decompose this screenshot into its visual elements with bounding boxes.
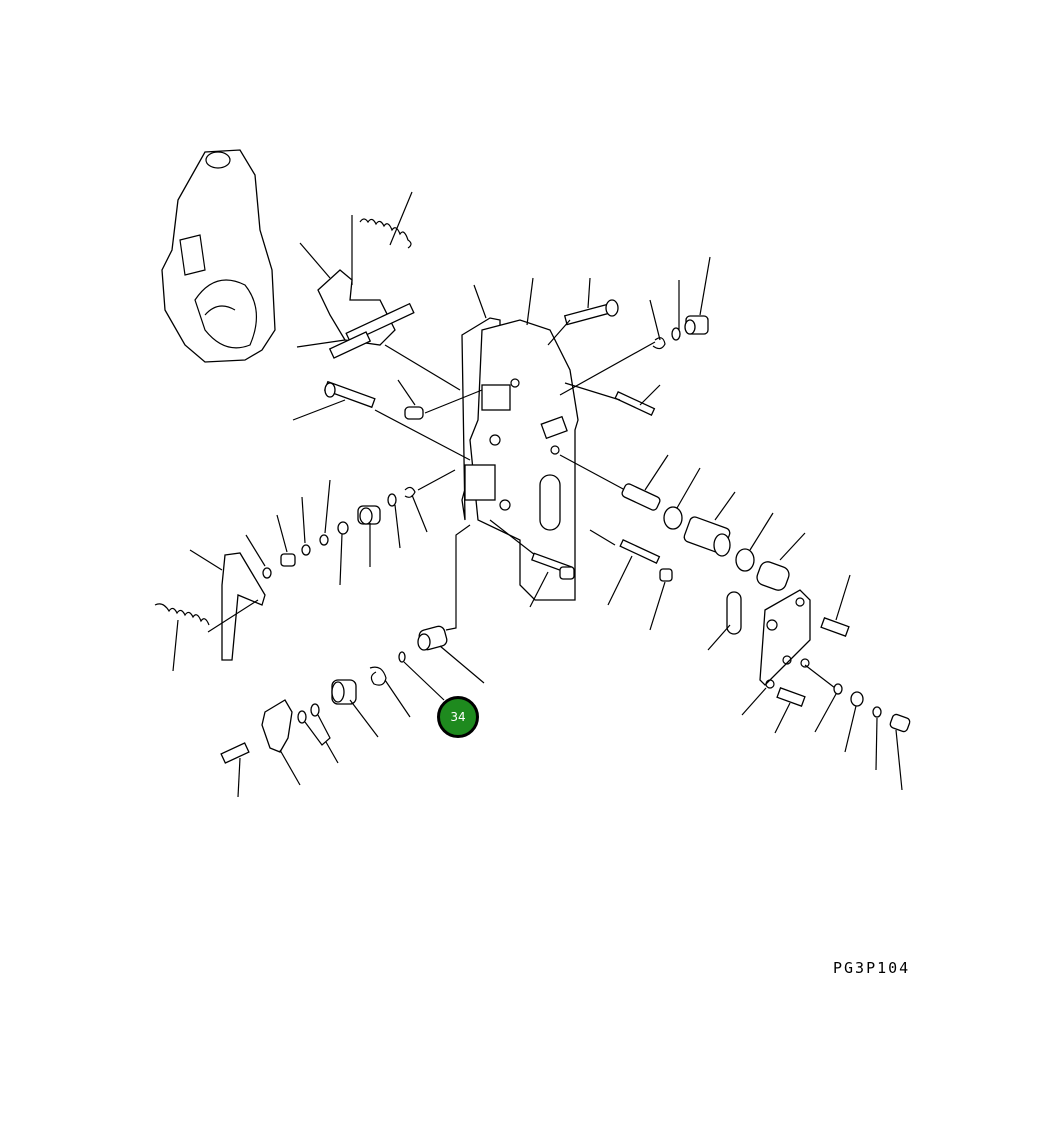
center-lower-bolt [489,519,575,608]
left-lower-parts [154,469,456,672]
governor-housing [161,149,276,363]
right-side-parts [559,454,911,791]
lever-bracket [296,242,461,391]
main-body [461,277,579,601]
bottom-left-parts [220,524,485,798]
long-bolt-left [292,379,483,461]
top-right-fasteners [547,256,711,416]
drawing-code-label: PG3P104 [833,959,911,977]
spring-top [351,191,413,285]
callout-34[interactable]: 34 [437,696,479,738]
